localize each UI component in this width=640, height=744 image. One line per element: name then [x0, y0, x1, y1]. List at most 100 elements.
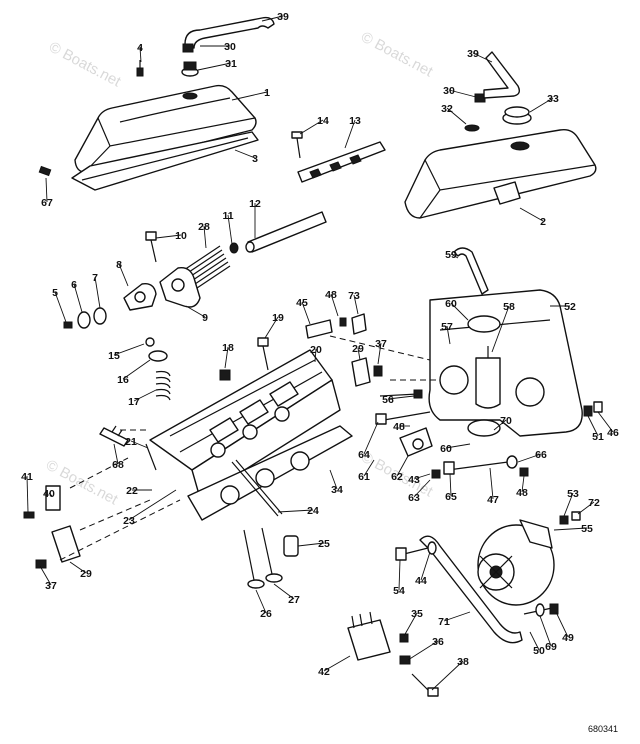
leader-line [491, 305, 510, 353]
oil-fill-cap-right [464, 93, 532, 132]
leader-line [273, 583, 295, 600]
leader-line [39, 565, 52, 586]
leader-line [118, 263, 129, 287]
regulator-42 [347, 611, 391, 661]
callout-label: 17 [128, 396, 140, 408]
screw-35 [399, 633, 409, 643]
rocker-shaft-12 [245, 211, 327, 253]
leader-line [261, 15, 284, 22]
bolt-19 [257, 337, 269, 371]
breather-hose-right [483, 51, 521, 99]
leader-line [297, 542, 325, 547]
callout-label: 48 [325, 289, 337, 301]
leader-line [448, 89, 477, 98]
callout-label: 39 [277, 11, 289, 23]
leader-line [128, 489, 177, 521]
callout-label: 7 [92, 272, 98, 284]
head-gasket-34 [187, 425, 353, 521]
cylinder-head [149, 349, 341, 499]
leader-lines [26, 15, 614, 691]
rocker-arm-8 [123, 283, 157, 311]
callout-label: 30 [443, 85, 455, 97]
leader-line [69, 561, 87, 574]
leader-line [413, 473, 431, 480]
callout-label: 29 [80, 568, 92, 580]
leader-line [329, 469, 338, 490]
callout-label: 10 [175, 230, 187, 242]
leader-line [519, 207, 544, 222]
callout-label: 5 [52, 287, 58, 299]
bolt-54-44 [395, 541, 437, 561]
washer-48-lower [519, 467, 529, 477]
leader-line [577, 501, 595, 515]
callout-label: 9 [202, 312, 208, 324]
callout-label: 14 [317, 115, 329, 127]
callout-label: 12 [249, 198, 261, 210]
leader-line [396, 455, 409, 477]
leader-line [363, 421, 379, 455]
callout-label: 11 [222, 210, 233, 222]
leader-line [443, 611, 471, 622]
leader-line [197, 62, 232, 71]
leader-line [587, 415, 599, 437]
leader-line [445, 443, 471, 449]
bolt-65-47 [443, 461, 509, 475]
valve-cover-left [74, 84, 257, 173]
callout-label: 16 [117, 374, 129, 386]
callout-label: 47 [487, 494, 499, 506]
leader-line [420, 551, 431, 581]
callout-label: 25 [318, 538, 330, 550]
leader-line [73, 283, 83, 313]
callout-label: 15 [108, 350, 120, 362]
lifter-25 [283, 535, 299, 557]
callout-label: 56 [382, 394, 394, 406]
washers-5-6-7 [63, 307, 107, 329]
callout-label: 67 [41, 197, 53, 209]
callout-label: 63 [408, 492, 420, 504]
leader-line [387, 395, 415, 400]
callout-label: 18 [222, 342, 234, 354]
callout-label: 46 [607, 427, 619, 439]
leader-line [363, 459, 375, 477]
leader-line [357, 347, 361, 361]
callout-label: 6 [71, 279, 77, 291]
callout-label: 54 [393, 585, 405, 597]
seal-15 [145, 337, 155, 347]
leader-line [377, 342, 382, 365]
leader-line [539, 615, 552, 647]
part-36 [399, 655, 411, 665]
push-rod-24 [231, 459, 283, 517]
leader-line [553, 527, 588, 531]
callout-label: 29 [352, 343, 364, 355]
figure-code: 680341 [588, 724, 618, 734]
leader-line [299, 119, 324, 135]
leader-line [122, 359, 151, 380]
callout-label: 37 [45, 580, 57, 592]
leader-line [139, 46, 142, 63]
leader-line [446, 325, 451, 345]
leader-line [231, 91, 268, 101]
washer-66 [506, 455, 518, 469]
spring-28 [183, 245, 231, 291]
callout-label: 19 [272, 312, 284, 324]
callout-label: 20 [310, 344, 322, 356]
leader-line [449, 473, 452, 497]
leader-line [203, 225, 207, 249]
leader-line [48, 492, 53, 497]
callout-label: 68 [112, 459, 124, 471]
leader-line [255, 589, 267, 614]
leader-line [26, 475, 29, 513]
callout-label: 58 [503, 301, 515, 313]
leader-line [597, 411, 614, 433]
leader-line [234, 149, 256, 159]
nut-18 [219, 369, 231, 381]
callout-label: 42 [318, 666, 330, 678]
leader-line [314, 348, 317, 363]
leader-line [403, 612, 418, 637]
callout-label: 36 [432, 636, 444, 648]
callout-label: 48 [516, 487, 528, 499]
bolt-49-69-50 [523, 603, 559, 617]
bracket-29-37-upper [351, 357, 383, 387]
callout-label: 70 [500, 415, 512, 427]
